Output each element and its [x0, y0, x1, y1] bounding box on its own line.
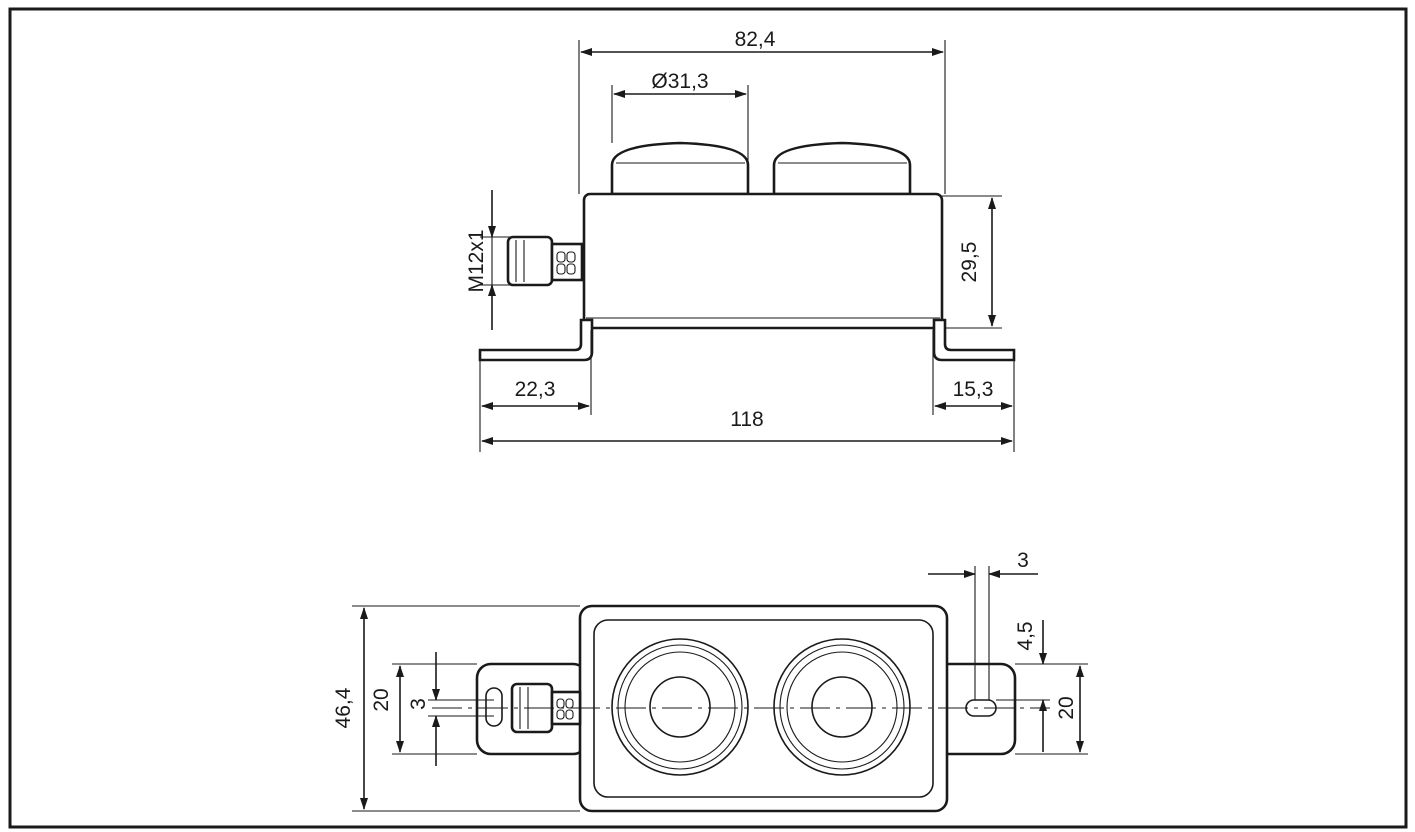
dim-label: 82,4 [735, 28, 776, 51]
dim-label: 20 [370, 688, 393, 711]
dim-overall-width: 82,4 [580, 28, 944, 56]
lens-right [773, 638, 911, 776]
side-view: 82,4 Ø31,3 M12x1 29,5 22,3 15,3 118 [465, 28, 1016, 452]
dim-dome-diameter: Ø31,3 [613, 70, 747, 98]
bracket-right [932, 318, 1016, 362]
dim-slot-offset: 4,5 [996, 620, 1050, 752]
dim-body-height: 29,5 [958, 197, 996, 327]
dim-flange-width-right: 20 [1055, 665, 1084, 753]
dim-left-flange: 22,3 [481, 378, 590, 410]
dim-label: 29,5 [958, 242, 981, 283]
dim-overall-height: 46,4 [332, 607, 368, 810]
dim-total-length: 118 [481, 408, 1013, 445]
dim-label: 22,3 [515, 378, 556, 401]
plan-view: 46,4 20 3 3 4,5 20 [332, 549, 1088, 813]
lens-left [611, 638, 749, 776]
dim-flange-width-left: 20 [370, 665, 404, 753]
dim-label: Ø31,3 [651, 70, 708, 93]
dim-label: 46,4 [332, 687, 355, 728]
dim-right-flange: 15,3 [934, 378, 1013, 410]
dim-slot-width-left: 3 [407, 652, 440, 766]
dim-label: 3 [1017, 549, 1029, 572]
dim-label: 3 [407, 698, 430, 710]
dim-slot-width-top: 3 [928, 549, 1038, 578]
drawing-border [8, 7, 1408, 829]
dim-label: 4,5 [1014, 621, 1037, 650]
slot-left [485, 687, 503, 727]
dome-right [772, 141, 912, 196]
sensor-body [582, 192, 944, 330]
dome-left [610, 141, 750, 196]
m12-connector [506, 235, 584, 287]
dim-label: 118 [730, 408, 763, 431]
dim-label: 15,3 [953, 378, 994, 401]
dim-label: M12x1 [465, 229, 488, 292]
dim-connector-thread: M12x1 [465, 190, 496, 330]
dim-label: 20 [1055, 696, 1078, 719]
bracket-left [478, 318, 594, 362]
